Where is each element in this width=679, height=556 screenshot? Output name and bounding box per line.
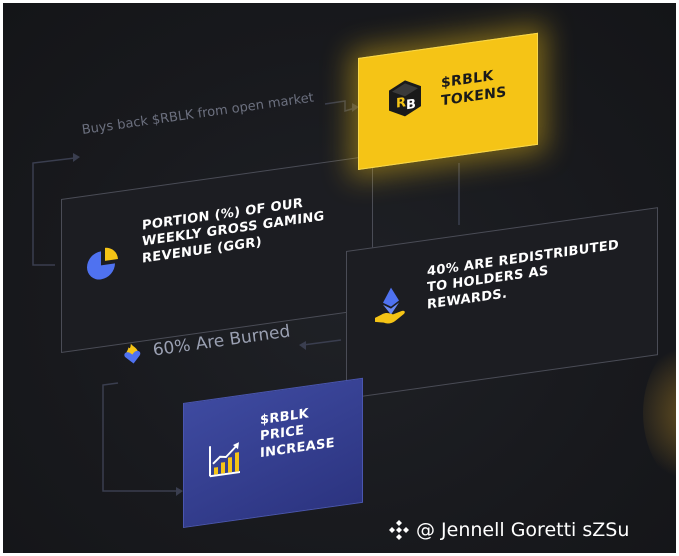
pie-chart-icon <box>87 247 118 280</box>
price-card-text: $RBLK PRICE INCREASE <box>260 403 335 462</box>
rewards-card: 40% ARE REDISTRIBUTED TO HOLDERS AS REWA… <box>346 207 658 399</box>
bar-growth-chart-icon <box>209 442 240 478</box>
binance-diamond-icon <box>389 520 409 540</box>
watermark: @ Jennell Goretti sZSu <box>388 519 629 541</box>
tokens-card-text: $RBLK TOKENS <box>441 66 506 110</box>
price-card: $RBLK PRICE INCREASE <box>183 377 363 528</box>
diagram-canvas: Buys back $RBLK from open market 60% Are… <box>3 3 676 553</box>
hand-ethereum-icon <box>375 287 405 324</box>
svg-text:R: R <box>396 95 406 111</box>
rewards-card-text: 40% ARE REDISTRIBUTED TO HOLDERS AS REWA… <box>427 238 619 314</box>
ggr-card-text: PORTION (%) OF OUR WEEKLY GROSS GAMING R… <box>142 193 325 267</box>
svg-text:B: B <box>406 97 416 113</box>
tokens-card: R B $RBLK TOKENS <box>358 32 538 170</box>
watermark-text: @ Jennell Goretti sZSu <box>416 519 630 541</box>
burned-flow: 60% Are Burned <box>120 320 292 367</box>
flame-heart-icon <box>124 343 141 364</box>
rb-cube-logo-icon: R B <box>389 80 421 117</box>
ggr-card: PORTION (%) OF OUR WEEKLY GROSS GAMING R… <box>61 155 373 353</box>
